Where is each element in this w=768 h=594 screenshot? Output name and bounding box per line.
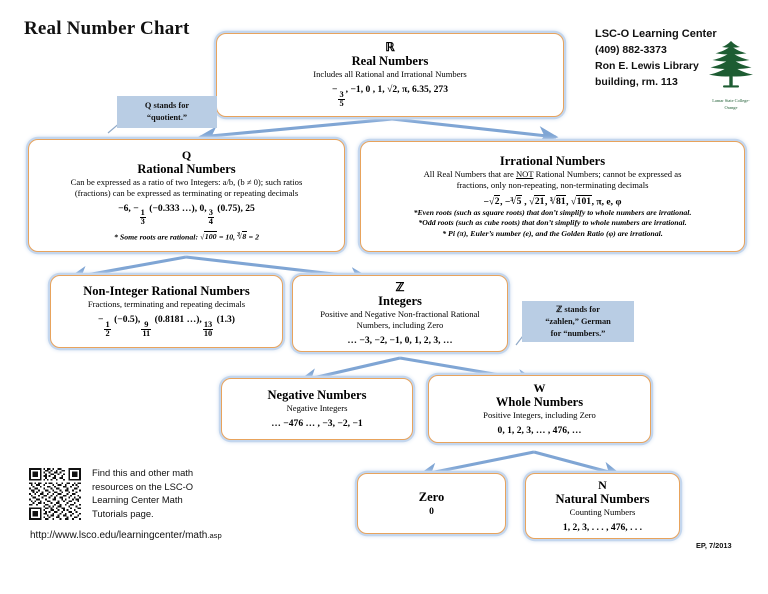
z-callout-line2: “zahlen,” German xyxy=(545,316,611,326)
logo-caption-line2: Orange xyxy=(724,105,738,110)
z-callout-line1: ℤ stands for xyxy=(556,304,600,314)
footer-url-main: http://www.lsco.edu/learningcenter/math xyxy=(30,530,208,541)
box-real-numbers[interactable]: ℝ Real Numbers Includes all Rational and… xyxy=(216,33,564,117)
noninteger-description: Fractions, terminating and repeating dec… xyxy=(87,299,246,310)
footer-url[interactable]: http://www.lsco.edu/learningcenter/math.… xyxy=(30,530,222,541)
qr-description-text: Find this and other math resources on th… xyxy=(92,466,193,520)
qr-text-line1: Find this and other math xyxy=(92,467,194,478)
rational-description-1: Can be expressed as a ratio of two Integ… xyxy=(70,176,303,187)
whole-name: Whole Numbers xyxy=(495,394,584,409)
box-whole-numbers[interactable]: W Whole Numbers Positive Integers, inclu… xyxy=(428,375,651,443)
qr-text-line4: Tutorials page. xyxy=(92,507,154,519)
box-rational-numbers[interactable]: Q Rational Numbers Can be expressed as a… xyxy=(28,139,345,252)
irrational-name: Irrational Numbers xyxy=(499,153,606,168)
pine-tree-icon xyxy=(709,41,753,88)
zero-examples: 0 xyxy=(429,505,434,517)
irrational-note-3: * Pi (π), Euler’s number (e), and the Go… xyxy=(442,228,663,238)
box-zero[interactable]: Zero 0 xyxy=(357,473,506,534)
negative-name: Negative Numbers xyxy=(267,388,367,402)
zero-name: Zero xyxy=(418,489,445,504)
whole-description: Positive Integers, including Zero xyxy=(483,409,596,420)
integers-description-1: Positive and Negative Non-fractional Rat… xyxy=(320,308,480,319)
header-contact-block: LSC-O Learning Center (409) 882-3373 Ron… xyxy=(595,26,717,90)
rational-description-2: (fractions) can be expressed as terminat… xyxy=(74,187,299,198)
integers-description-2: Numbers, including Zero xyxy=(356,319,444,330)
natural-examples: 1, 2, 3, . . . , 476, . . . xyxy=(562,521,643,533)
lamar-state-college-orange-logo: Lamar State College- Orange xyxy=(700,40,762,111)
header-address-line2: building, rm. 113 xyxy=(595,76,678,88)
header-phone: (409) 882-3373 xyxy=(595,44,667,56)
natural-name: Natural Numbers xyxy=(555,491,650,506)
integers-symbol: ℤ xyxy=(395,279,405,294)
box-irrational-numbers[interactable]: Irrational Numbers All Real Numbers that… xyxy=(360,141,745,252)
qr-text-line2: resources on the LSC-O xyxy=(92,480,194,492)
irrational-note-2: *Odd roots (such as cube roots) that don… xyxy=(418,218,687,228)
header-org-name: LSC-O Learning Center xyxy=(595,28,717,40)
q-callout-line1: Q stands for xyxy=(144,101,190,110)
page-title: Real Number Chart xyxy=(24,18,190,39)
natural-description: Counting Numbers xyxy=(569,506,636,517)
real-name: Real Numbers xyxy=(351,54,429,69)
callout-q-quotient: Q stands for “quotient.” xyxy=(117,96,217,128)
integers-name: Integers xyxy=(378,293,422,308)
irrational-description-1: All Real Numbers that are NOT Rational N… xyxy=(423,168,682,179)
negative-examples: … −476 … , −3, −2, −1 xyxy=(271,418,363,429)
q-callout-line2: “quotient.” xyxy=(146,113,188,122)
rational-note: * Some roots are rational: √100 = 10, 3√… xyxy=(114,230,259,241)
box-integers[interactable]: ℤ Integers Positive and Negative Non-fra… xyxy=(292,275,508,352)
negative-description: Negative Integers xyxy=(286,403,348,413)
callout-z-zahlen: ℤ stands for “zahlen,” German for “numbe… xyxy=(522,301,634,342)
whole-examples: 0, 1, 2, 3, … , 476, … xyxy=(497,424,582,436)
rational-symbol: Q xyxy=(181,147,192,162)
integers-examples: … −3, −2, −1, 0, 1, 2, 3, … xyxy=(347,334,453,346)
logo-caption-line1: Lamar State College- xyxy=(712,98,750,103)
qr-text-line3: Learning Center Math xyxy=(92,494,183,506)
header-address-line1: Ron E. Lewis Library xyxy=(595,60,699,72)
real-description: Includes all Rational and Irrational Num… xyxy=(313,69,467,80)
footer-url-extension: .asp xyxy=(207,531,222,540)
irrational-examples: −√2, −3√5 , √21, 3√81, √101, π, e, φ xyxy=(483,194,622,207)
rational-name: Rational Numbers xyxy=(137,161,236,176)
irrational-description-2: fractions, only non-repeating, non-termi… xyxy=(456,179,649,190)
box-negative-numbers[interactable]: Negative Numbers Negative Integers … −47… xyxy=(221,378,413,440)
whole-symbol: W xyxy=(533,380,546,395)
qr-code[interactable] xyxy=(29,468,81,520)
footer-credit: EP, 7/2013 xyxy=(696,541,732,550)
box-non-integer-rational-numbers[interactable]: Non-Integer Rational Numbers Fractions, … xyxy=(50,275,283,348)
irrational-note-1: *Even roots (such as square roots) that … xyxy=(413,207,692,217)
box-natural-numbers[interactable]: N Natural Numbers Counting Numbers 1, 2,… xyxy=(525,473,680,539)
real-symbol: ℝ xyxy=(385,40,395,55)
z-callout-line3: for “numbers.” xyxy=(550,328,606,338)
natural-symbol: N xyxy=(598,477,607,492)
noninteger-name: Non-Integer Rational Numbers xyxy=(83,284,250,299)
